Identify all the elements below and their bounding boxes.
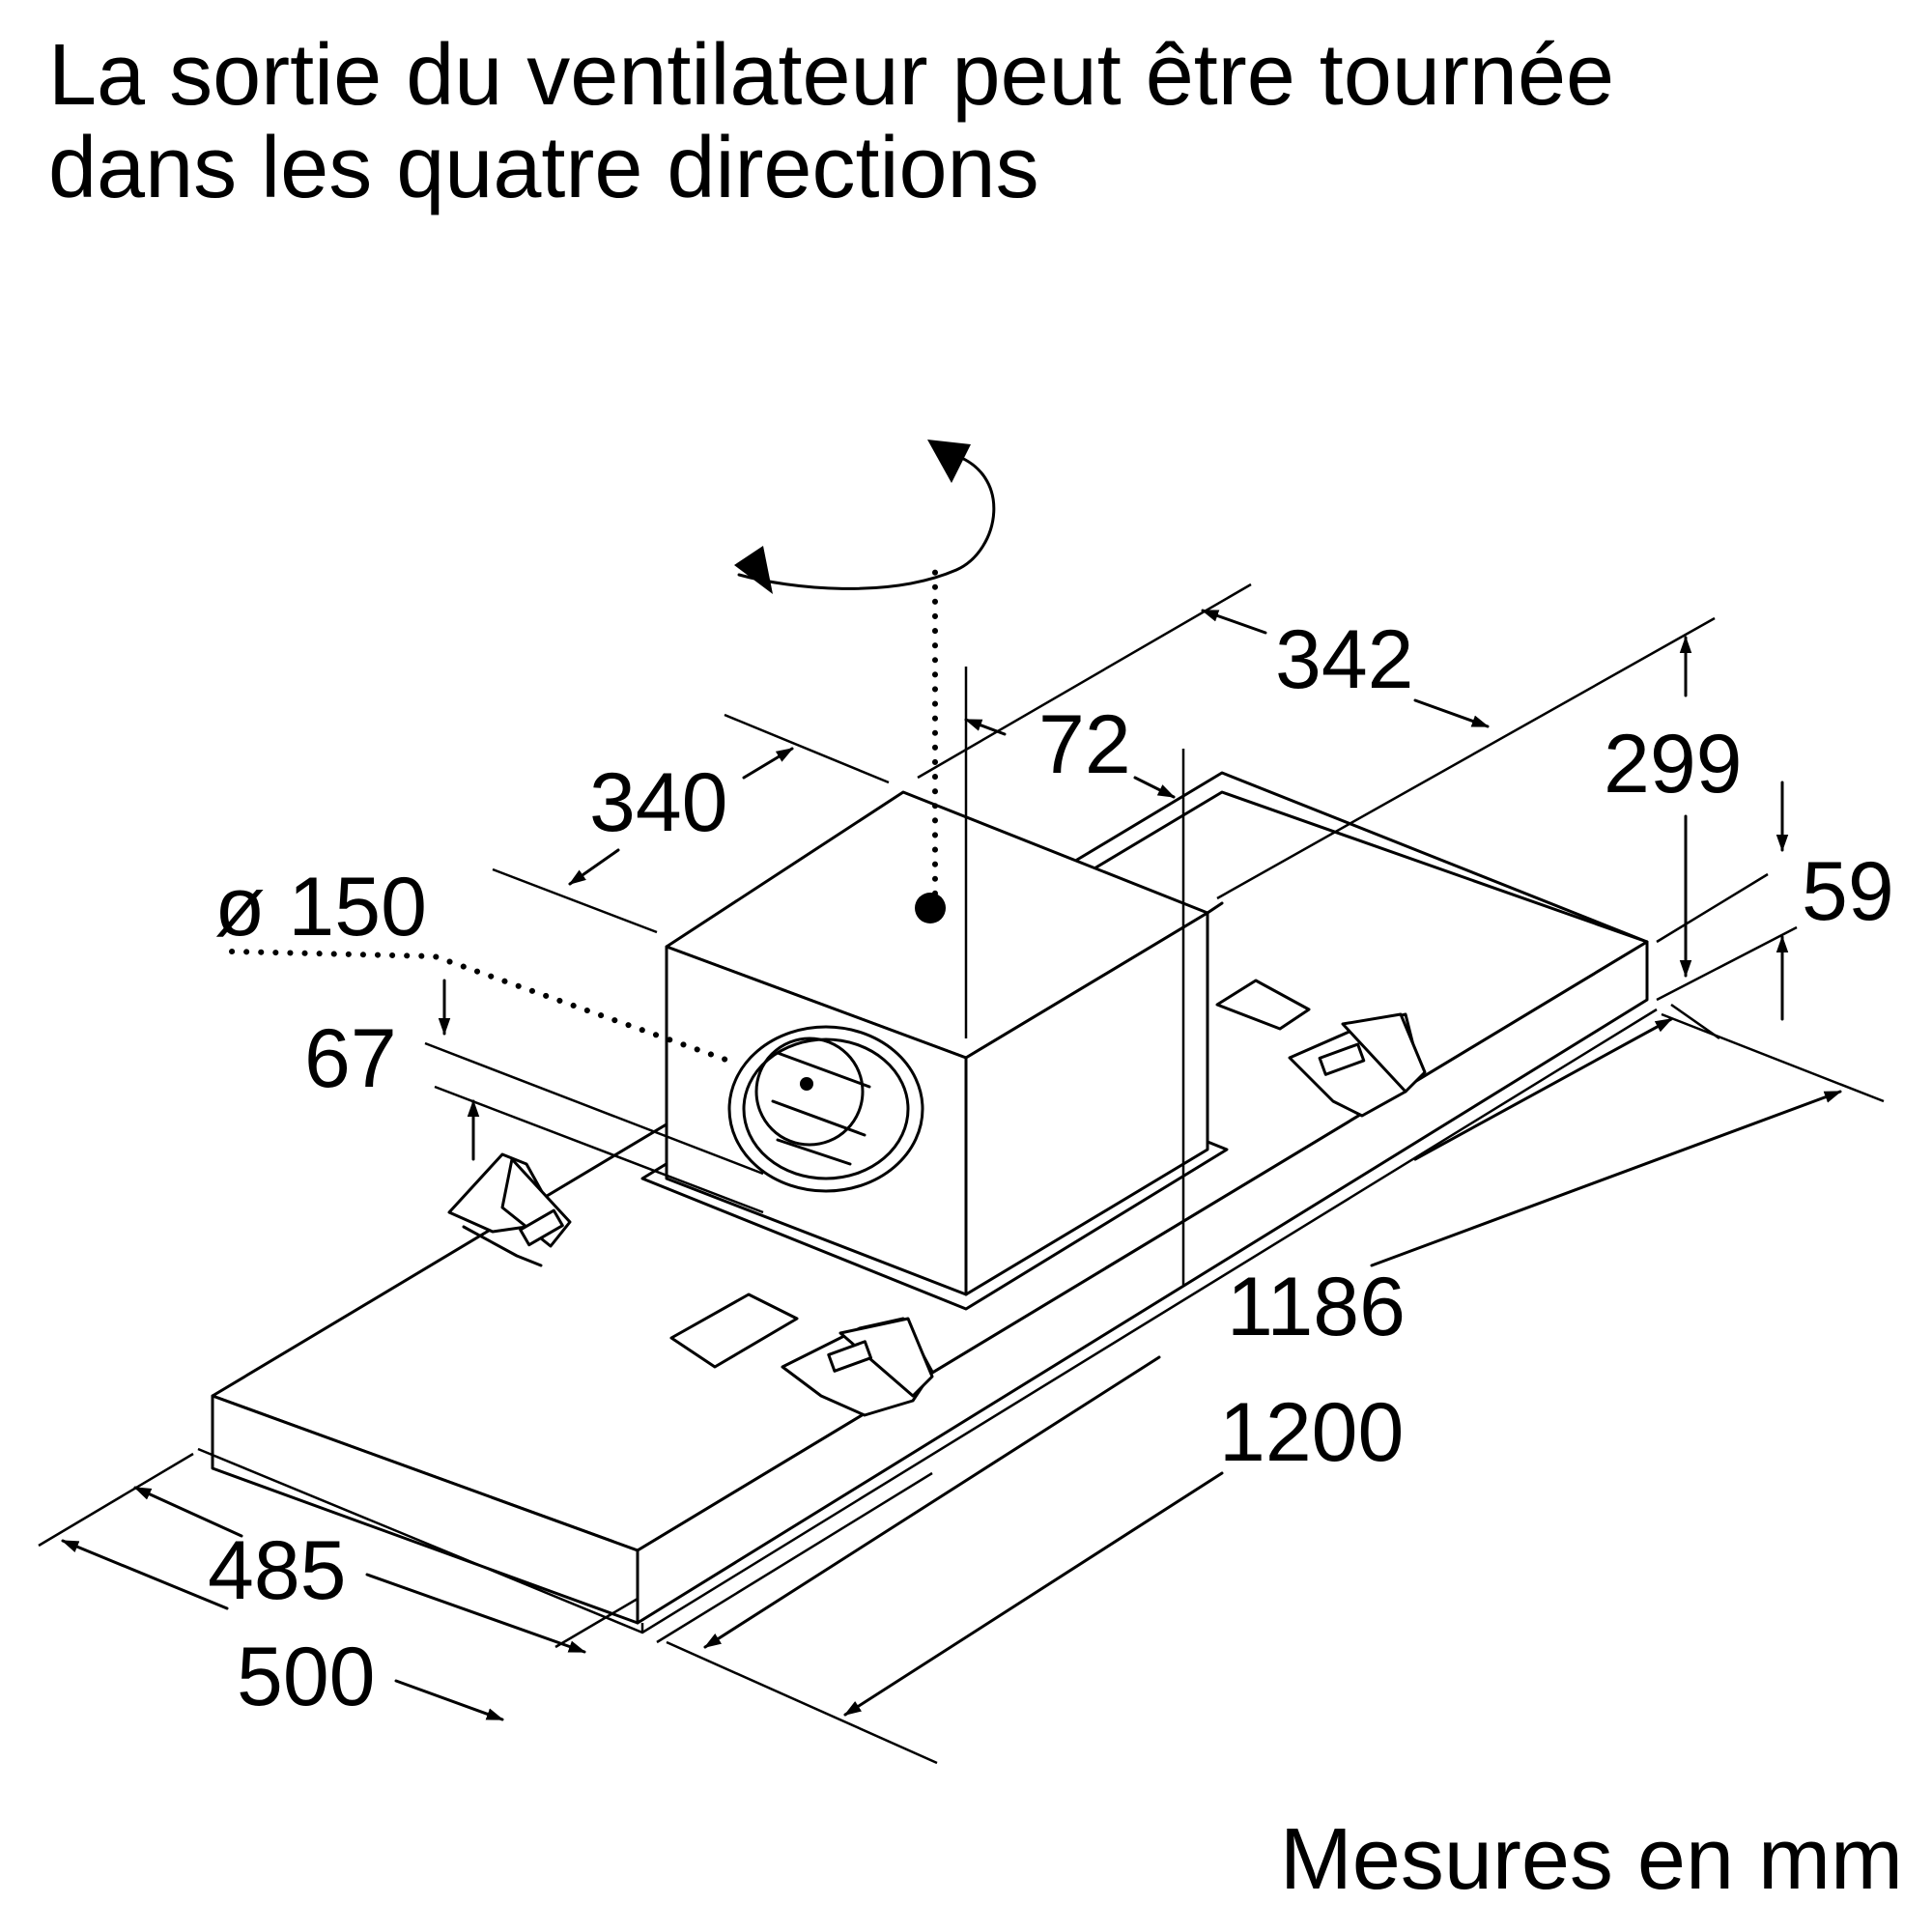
dimension-67: 67 [304,1012,397,1105]
title-line-1: La sortie du ventilateur peut être tourn… [48,27,1615,124]
title-line-2: dans les quatre directions [48,120,1039,216]
rotation-arrow-icon [737,452,996,590]
dimension-59: 59 [1802,845,1894,938]
leader-diameter [229,949,737,1065]
rotation-arrowhead-left-icon [734,546,773,594]
fan-box [640,790,1229,1311]
extension-lines [38,582,1885,1765]
dimension-72: 72 [1038,698,1131,791]
vent-slots [669,979,1311,1369]
dimension-340: 340 [589,756,728,849]
dimension-1186: 1186 [1227,1261,1406,1353]
dimension-diameter-150: ø 150 [214,861,427,953]
mounting-bracket-center [781,1317,934,1417]
dimension-485: 485 [208,1524,347,1617]
dimension-1200: 1200 [1219,1386,1404,1479]
mounting-bracket-left [447,1152,572,1267]
fan-outlet-ring [727,1025,924,1193]
dimension-342: 342 [1275,613,1414,706]
rear-unit [1075,771,1649,953]
units-note: Mesures en mm [1279,1811,1903,1908]
mounting-bracket-right [1288,1012,1427,1118]
dimension-500: 500 [237,1631,376,1723]
dimension-arrows [61,609,1842,1721]
rotation-pivot-icon [915,893,946,923]
rotation-arrowhead-top-icon [927,440,971,483]
fan-box-side [964,911,1209,1296]
dimension-299: 299 [1604,718,1743,810]
page-title: La sortie du ventilateur peut être tourn… [48,29,1614,214]
